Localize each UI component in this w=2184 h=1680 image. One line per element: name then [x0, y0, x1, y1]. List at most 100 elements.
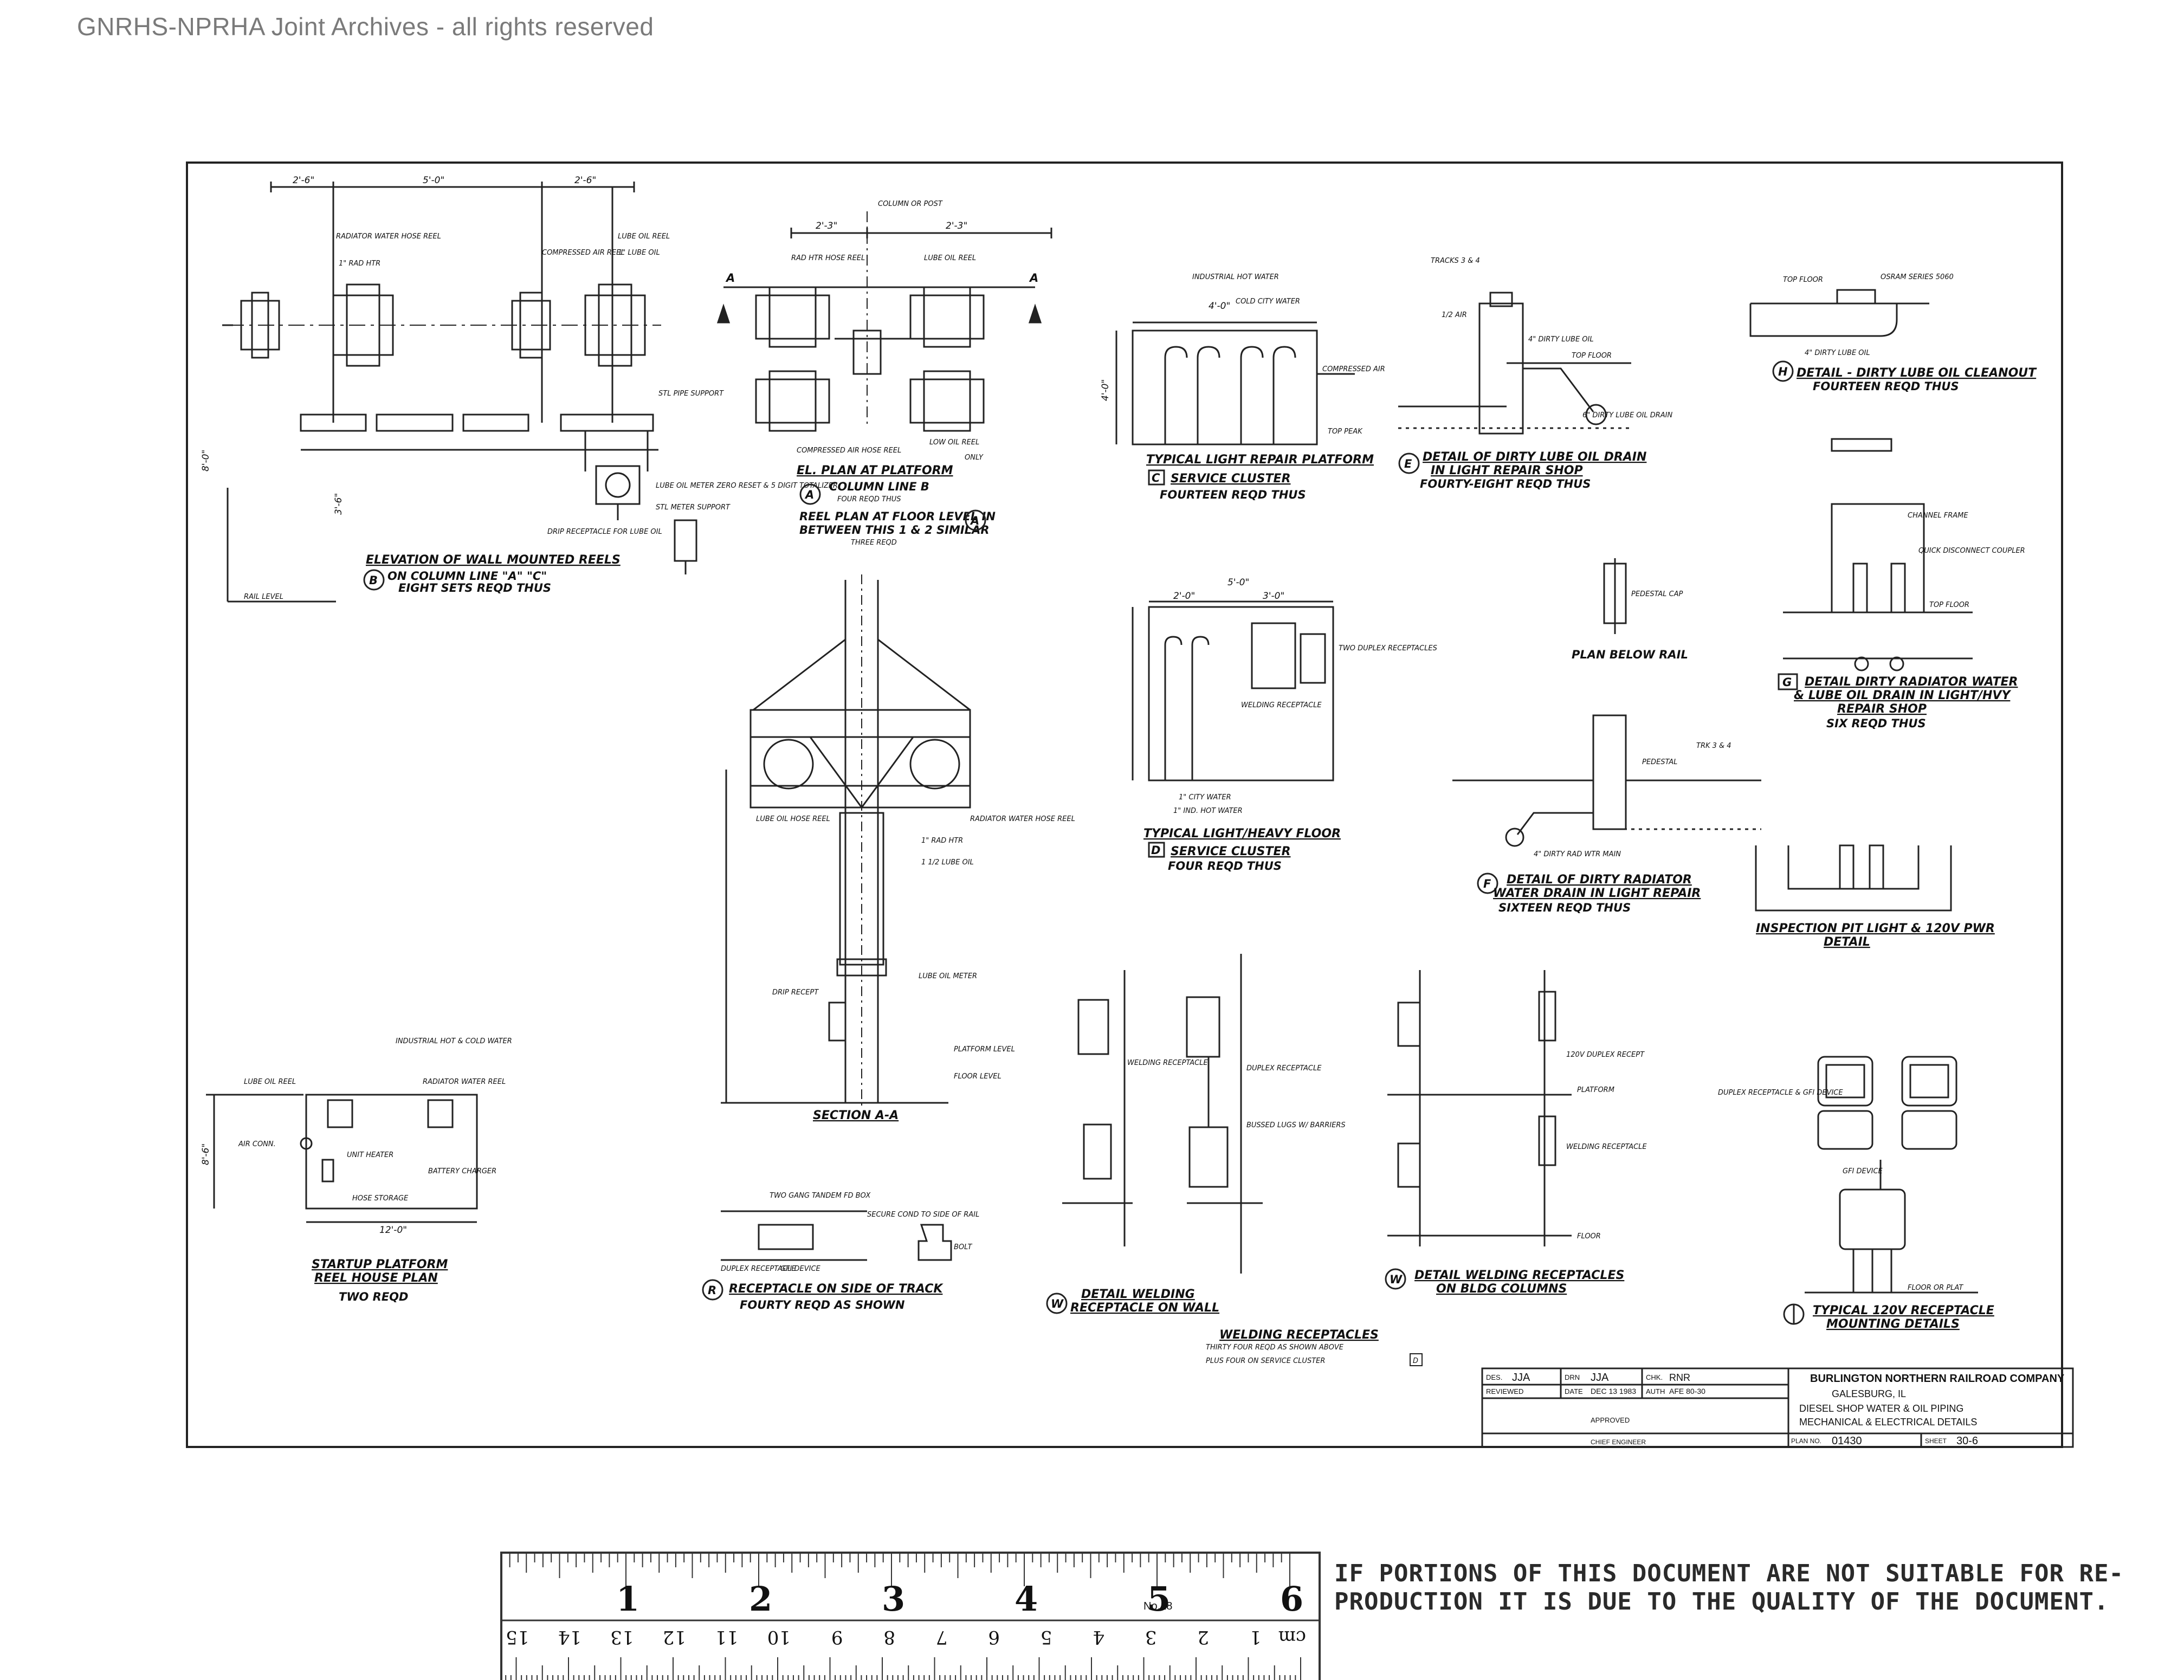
tb-place: GALESBURG, IL: [1832, 1388, 1906, 1399]
reproduction-disclaimer: IF PORTIONS OF THIS DOCUMENT ARE NOT SUI…: [1334, 1560, 2124, 1616]
startup-line3: TWO REQD: [339, 1290, 408, 1303]
detail-w2-drawing: [1387, 970, 1572, 1246]
detail-120v-label-2: DUPLEX RECEPTACLE & GFI DEVICE: [1718, 1089, 1843, 1097]
cluster-d-label-4: TWO DUPLEX RECEPTACLES: [1339, 644, 1437, 652]
ruler-ticks: [505, 1554, 1301, 1680]
welding-title: WELDING RECEPTACLES: [1219, 1328, 1379, 1342]
cluster-d-dim-1: 5'-0": [1227, 577, 1249, 588]
detail-inspection-pit: [1755, 844, 1952, 912]
pit-line2: DETAIL: [1824, 935, 1870, 949]
section-aa-label-7: PLATFORM LEVEL: [954, 1045, 1015, 1054]
detail-w1-bubble: [1046, 1293, 1068, 1314]
tb-reviewed: REVIEWED: [1486, 1387, 1523, 1395]
plan-a-dim-1: 2'-3": [816, 221, 837, 231]
pit-title: INSPECTION PIT LIGHT & 120V PWR: [1756, 922, 1995, 935]
elev-dim-4: 8'-0": [201, 450, 211, 471]
elev-label-9: DRIP RECEPTACLE FOR LUBE OIL: [547, 528, 662, 536]
detail-h-title: DETAIL - DIRTY LUBE OIL CLEANOUT: [1797, 366, 2037, 380]
ruler-inch-label: 5: [1147, 1579, 1171, 1619]
plan-a-ref-letter: A: [970, 514, 979, 527]
detail-w2-title: DETAIL WELDING RECEPTACLES: [1414, 1269, 1624, 1282]
cluster-c-dim-2: 4'-0": [1100, 379, 1111, 401]
detail-e-bubble-letter: E: [1404, 457, 1412, 470]
cluster-d-label-1: WELDING RECEPTACLE: [1241, 701, 1322, 709]
plan-a-label-5: LOW OIL REEL: [929, 438, 979, 447]
tb-des: JJA: [1512, 1372, 1530, 1384]
detail-f-label-2: PLAN BELOW RAIL: [1572, 648, 1688, 661]
detail-e-bubble: [1398, 453, 1420, 474]
detail-e-label-2: 1/2 AIR: [1442, 311, 1467, 319]
elev-label-4: 1" RAD HTR: [339, 260, 380, 268]
plan-a-label-4: COMPRESSED AIR HOSE REEL: [797, 447, 901, 455]
ruler-cm-label: 5: [1041, 1626, 1052, 1648]
elev-line3: EIGHT SETS REQD THUS: [398, 581, 551, 595]
cluster-d-label-3: 1" IND. HOT WATER: [1173, 807, 1243, 815]
plan-a-ref-bubble: [965, 509, 986, 531]
detail-cluster-d: [1132, 600, 1334, 781]
cluster-d-label-2: 1" CITY WATER: [1179, 793, 1231, 802]
elev-label-6: STL PIPE SUPPORT: [658, 390, 724, 398]
startup-label-3: AIR CONN.: [238, 1140, 276, 1148]
tb-plan-label: PLAN NO.: [1791, 1437, 1821, 1445]
ruler-cm-unit: cm: [1278, 1626, 1306, 1648]
section-aa-label-3: 1" RAD HTR: [921, 837, 963, 845]
ruler-cm-label: 12: [663, 1626, 686, 1648]
section-aa-label-8: FLOOR LEVEL: [954, 1072, 1001, 1081]
ruler-inch-label: 1: [616, 1579, 639, 1619]
detail-f-label-4: 4" DIRTY RAD WTR MAIN: [1534, 850, 1621, 858]
detail-r-line2: FOURTY REQD AS SHOWN: [740, 1298, 905, 1311]
detail-g-line3: REPAIR SHOP: [1837, 702, 1927, 716]
detail-g-line2: & LUBE OIL DRAIN IN LIGHT/HVY: [1794, 689, 2011, 702]
plan-a-line2: COLUMN LINE B: [829, 480, 929, 493]
startup-label-2: RADIATOR WATER REEL: [423, 1078, 506, 1086]
detail-f-line2: WATER DRAIN IN LIGHT REPAIR: [1493, 887, 1701, 900]
detail-w1-label-3: BUSSED LUGS W/ BARRIERS: [1246, 1121, 1346, 1129]
detail-w1-drawing: [1062, 954, 1263, 1274]
tb-chk: RNR: [1669, 1372, 1690, 1383]
ruler-inch-label: 4: [1015, 1579, 1038, 1619]
elev-label-2: COMPRESSED AIR REEL: [542, 249, 625, 257]
elev-label-10: RAIL LEVEL: [244, 593, 283, 601]
elev-label-7: LUBE OIL METER ZERO RESET & 5 DIGIT TOTA…: [656, 482, 838, 490]
elev-title: ELEVATION OF WALL MOUNTED REELS: [366, 553, 621, 567]
welding-line2: THIRTY FOUR REQD AS SHOWN ABOVE: [1206, 1343, 1344, 1352]
elev-dim-5: 3'-6": [333, 493, 344, 515]
cluster-c-tag-box: [1148, 469, 1165, 486]
cluster-c-dim-1: 4'-0": [1209, 301, 1230, 312]
startup-label-6: INDUSTRIAL HOT & COLD WATER: [396, 1037, 512, 1045]
detail-e-label-5: 6" DIRTY LUBE OIL DRAIN: [1582, 411, 1673, 419]
ruler-inch-label: 2: [749, 1579, 772, 1619]
startup-dim-1: 8'-6": [201, 1143, 211, 1165]
detail-g-tag-box: [1778, 673, 1798, 690]
detail-g-title: DETAIL DIRTY RADIATOR WATER: [1805, 675, 2018, 689]
detail-120v-title: TYPICAL 120V RECEPTACLE: [1813, 1304, 1994, 1317]
detail-g-label-1: CHANNEL FRAME: [1908, 512, 1968, 520]
tb-desc1: DIESEL SHOP WATER & OIL PIPING: [1799, 1403, 1963, 1414]
detail-g-label-3: QUICK DISCONNECT COUPLER: [1918, 547, 2025, 555]
detail-section-aa: [721, 574, 971, 1106]
welding-tag: D: [1413, 1357, 1418, 1365]
detail-w1-label-1: WELDING RECEPTACLE: [1127, 1059, 1208, 1067]
detail-w2-label-2: PLATFORM: [1577, 1086, 1614, 1094]
tb-company: BURLINGTON NORTHERN RAILROAD COMPANY: [1810, 1373, 2065, 1385]
tb-date: DEC 13 1983: [1591, 1387, 1636, 1395]
ruler-cm-label: 3: [1145, 1626, 1157, 1648]
ruler-cm-label: 13: [610, 1626, 634, 1648]
detail-r-label-1: TWO GANG TANDEM FD BOX: [770, 1192, 871, 1200]
elev-bubble: [363, 569, 385, 591]
detail-f-label-5: TRK 3 & 4: [1696, 742, 1731, 750]
detail-f-line3: SIXTEEN REQD THUS: [1498, 901, 1631, 914]
detail-w1-label-2: DUPLEX RECEPTACLE: [1246, 1064, 1322, 1072]
plan-a-title: EL. PLAN AT PLATFORM: [797, 464, 953, 477]
elev-label-8: STL METER SUPPORT: [656, 503, 731, 512]
detail-w1-line2: RECEPTACLE ON WALL: [1070, 1301, 1219, 1315]
detail-f-label-1: PEDESTAL CAP: [1631, 590, 1683, 598]
detail-e-label-1: TRACKS 3 & 4: [1431, 257, 1480, 265]
archive-watermark: GNRHS-NPRHA Joint Archives - all rights …: [77, 12, 654, 41]
cluster-d-dim-2: 2'-0": [1173, 591, 1195, 602]
detail-w2-label-4: FLOOR: [1577, 1232, 1601, 1240]
detail-w2-label-3: WELDING RECEPTACLE: [1566, 1143, 1647, 1151]
detail-f-title: DETAIL OF DIRTY RADIATOR: [1507, 873, 1692, 887]
